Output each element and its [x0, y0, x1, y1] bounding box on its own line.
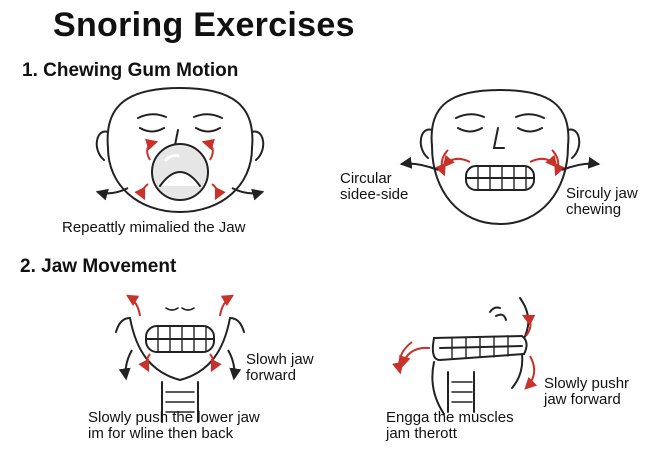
face-circular-chewing: [419, 88, 581, 226]
caption-engage-muscles: Engga the muscles jam therott: [386, 409, 514, 442]
face-chewing-gum: [95, 86, 265, 214]
section-heading-jaw: 2. Jaw Movement: [20, 256, 177, 277]
profile-jaw-forward: [431, 297, 530, 415]
caption-push-lower-jaw: Slowly push the lower jaw im for wline t…: [88, 409, 260, 442]
caption-gum-motion: Repeattly mimalied the Jaw: [62, 219, 246, 236]
label-slow-jaw-forward: Slowh jaw forward: [246, 351, 314, 384]
gum-motion-arrows: [95, 138, 265, 201]
label-circular-side-to-side: Circular sidee-side: [340, 170, 409, 203]
neck-jaw-forward: [115, 307, 245, 423]
label-circular-jaw-chewing: Sirculy jaw chewing: [566, 185, 638, 218]
page-title: Snoring Exercises: [53, 6, 355, 44]
circular-motion-arrows: [399, 149, 601, 177]
label-push-jaw-forward: Slowly pushr jaw forward: [544, 375, 630, 408]
jaw-forward-arrows: [118, 294, 242, 381]
section-heading-chewing: 1. Chewing Gum Motion: [22, 60, 239, 81]
profile-motion-arrows: [392, 314, 538, 390]
